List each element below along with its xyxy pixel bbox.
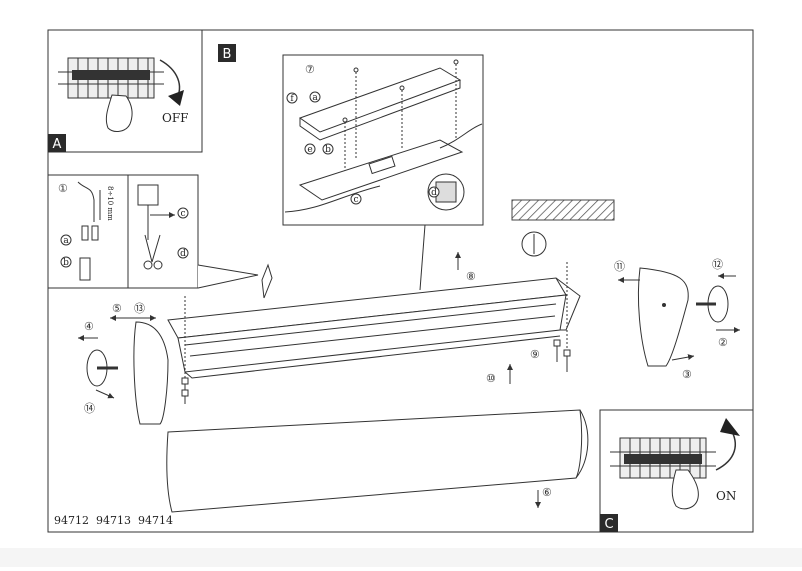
callout-b-b: b xyxy=(325,145,331,155)
panel-c-label: C xyxy=(604,517,613,532)
panel-c: ON C xyxy=(599,409,754,533)
callout-b-d: d xyxy=(431,188,437,198)
detail-b-step: ⑦ xyxy=(305,63,315,76)
model-numbers: 94712 94713 94714 xyxy=(54,514,173,527)
step-3: ③ xyxy=(682,368,692,381)
step-10: ⑩ xyxy=(486,372,496,385)
callout-b-f: f xyxy=(290,94,294,104)
callout-b-e: e xyxy=(307,145,312,155)
end-cap-right xyxy=(637,267,689,367)
hand-icon xyxy=(671,469,699,510)
callout-w-b: b xyxy=(63,258,69,268)
wiring-step: ① xyxy=(58,182,68,195)
panel-a: OFF A xyxy=(47,29,203,153)
panel-b-label: B xyxy=(223,47,232,62)
footer-strip xyxy=(0,548,802,567)
step-13: ⑬ xyxy=(134,302,145,315)
panel-a-action: OFF xyxy=(162,111,189,125)
callout-w-a: a xyxy=(63,236,69,246)
step-4: ④ xyxy=(84,320,94,333)
screw-right-icon xyxy=(553,262,571,372)
curved-arrow-up-icon xyxy=(720,418,740,436)
wire-sleeve-icon xyxy=(79,257,91,281)
screw-left-icon xyxy=(181,296,189,404)
end-cap-left xyxy=(133,321,169,425)
callout-b-a: a xyxy=(312,93,318,103)
pliers-icon xyxy=(144,234,161,263)
step-14: ⑭ xyxy=(84,402,95,415)
step-5: ⑤ xyxy=(112,302,122,315)
step-8: ⑧ xyxy=(466,270,476,283)
callout-w-d: d xyxy=(180,249,186,259)
step-9: ⑨ xyxy=(530,348,540,361)
step-6: ⑥ xyxy=(542,486,552,499)
panel-a-label: A xyxy=(53,137,62,152)
diffuser-shade xyxy=(166,409,583,513)
connector-icon xyxy=(261,263,273,299)
callout-w-c: c xyxy=(180,209,185,219)
wiring-inset: ① 8÷10 mm a b c d xyxy=(47,174,199,289)
ceiling-hatch xyxy=(511,199,615,221)
step-2: ② xyxy=(718,336,728,349)
strip-length-label: 8÷10 mm xyxy=(106,186,114,221)
panel-c-action: ON xyxy=(716,489,736,503)
hand-icon xyxy=(105,94,133,132)
callout-b-c: c xyxy=(353,195,358,205)
step-12: ⑫ xyxy=(712,258,723,271)
step-11: ⑪ xyxy=(614,260,625,273)
luminaire-body xyxy=(167,277,581,379)
curved-arrow-down-icon xyxy=(168,90,184,106)
detail-b: ⑦ f a e b c d xyxy=(282,54,484,226)
